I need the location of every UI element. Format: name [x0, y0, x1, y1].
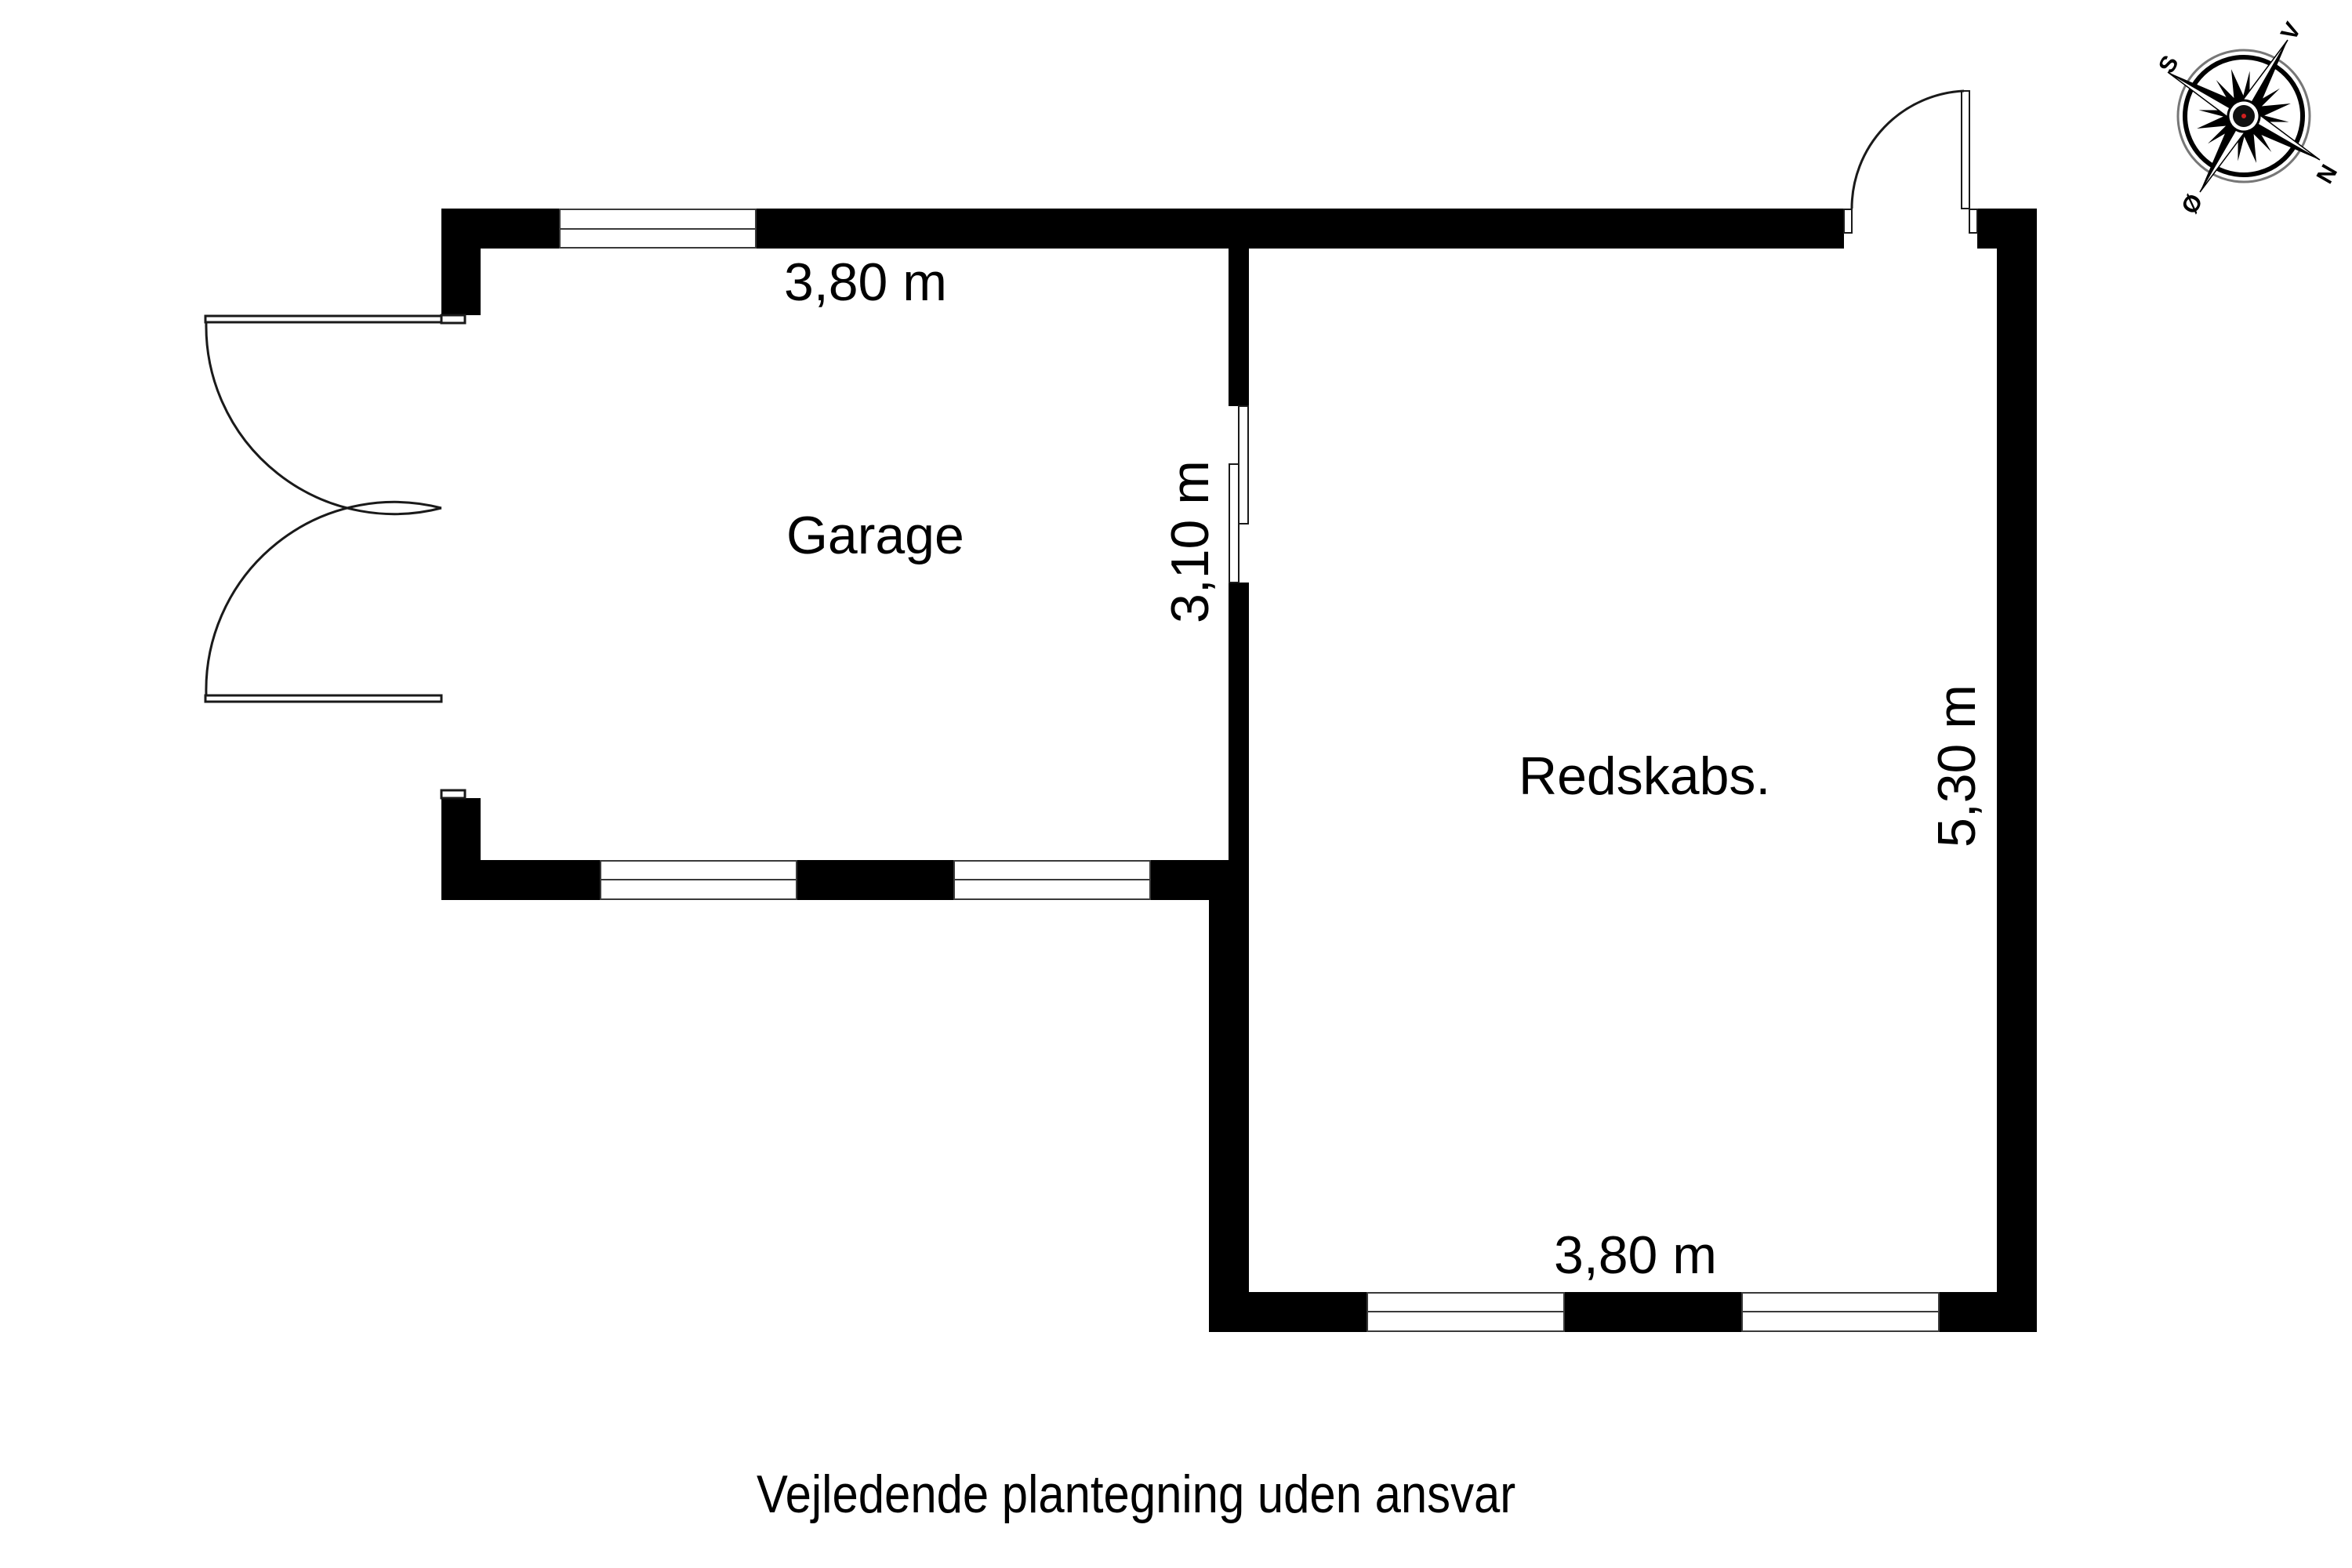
redskabs-bottom-window-2: [1741, 1292, 1940, 1332]
disclaimer-footer: Vejledende plantegning uden ansvar: [757, 1465, 1516, 1524]
interior-sliding-door: [1229, 405, 1249, 583]
garage-double-door: [204, 314, 466, 800]
garage-bottom-window-2: [953, 860, 1151, 900]
room-label-redskabs: Redskabs.: [1519, 746, 1771, 806]
redskabs-entry-door: [1843, 89, 1978, 234]
compass-letter-north: N: [2312, 161, 2343, 188]
garage-depth-dimension: 3,10 m: [1160, 460, 1220, 623]
compass-rose-icon: [2167, 39, 2321, 193]
compass-letter-west: V: [2276, 18, 2307, 45]
garage-top-window: [559, 209, 757, 249]
redskabs-depth-dimension: 5,30 m: [1927, 684, 1987, 848]
redskabs-bottom-window-1: [1367, 1292, 1565, 1332]
room-label-garage: Garage: [786, 506, 964, 565]
compass-letter-east: Ø: [2176, 190, 2208, 219]
garage-bottom-window-1: [600, 860, 797, 900]
compass-letter-south: S: [2154, 51, 2184, 78]
garage-width-dimension: 3,80 m: [784, 252, 947, 312]
redskabs-width-dimension: 3,80 m: [1554, 1225, 1717, 1285]
